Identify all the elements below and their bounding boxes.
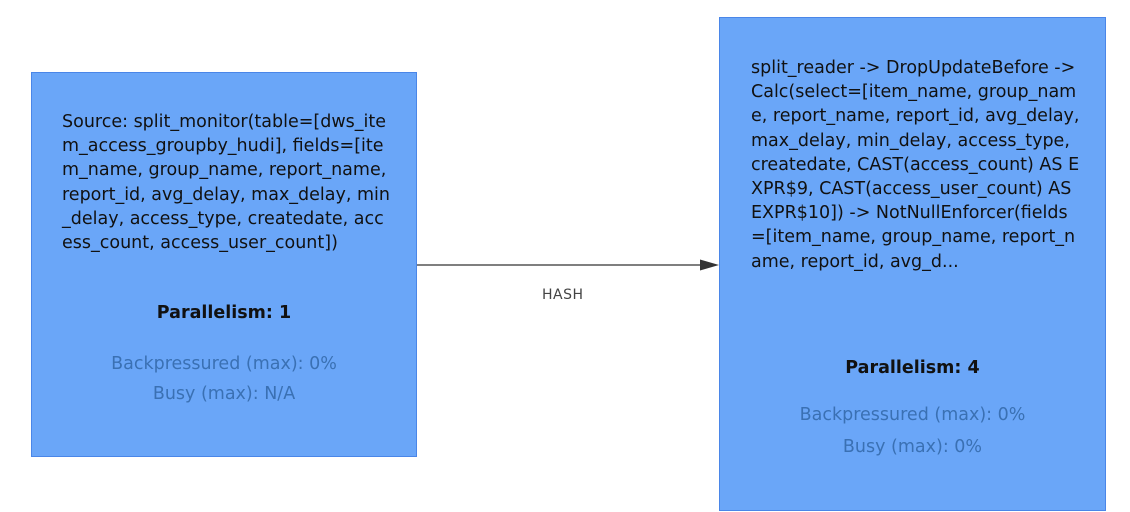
parallelism-label: Parallelism: 4 [845,358,980,378]
busy-metric: Busy (max): N/A [152,384,296,404]
backpressured-metric: Backpressured (max): 0% [799,405,1026,425]
parallelism-label: Parallelism: 1 [156,303,292,323]
edge-label: HASH [542,287,584,303]
operator-description: split_reader -> DropUpdateBefore -> Calc… [751,58,1080,272]
source-operator-node[interactable]: Source: split_monitor(table=[dws_item_ac… [31,72,417,457]
operator-description: Source: split_monitor(table=[dws_item_ac… [62,112,390,254]
arrow-head-icon [700,259,719,271]
sink-operator-node[interactable]: split_reader -> DropUpdateBefore -> Calc… [719,17,1106,511]
backpressured-metric: Backpressured (max): 0% [111,354,337,374]
busy-metric: Busy (max): 0% [842,437,983,457]
